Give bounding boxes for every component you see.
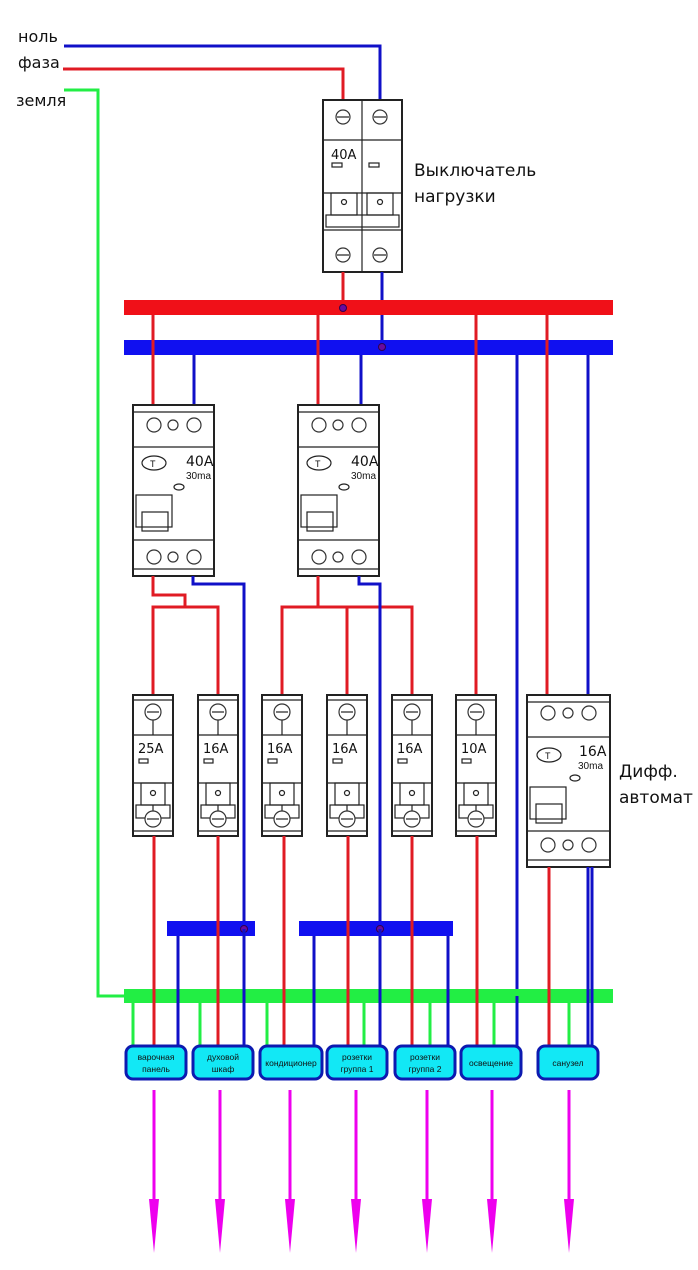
breaker-5: 16A xyxy=(391,694,433,837)
neutral-busbar xyxy=(124,340,613,355)
legend-neutral-label: ноль xyxy=(18,27,58,46)
main-switch-label-line2: нагрузки xyxy=(414,187,496,207)
load-3: кондиционер xyxy=(258,1044,324,1253)
breaker-6: 10A xyxy=(455,694,497,837)
connection-node-icon xyxy=(339,304,347,312)
rcd-2-rating: 40A xyxy=(351,454,379,470)
load-4: розетки группа 1 xyxy=(325,1044,389,1253)
load-label-line2: панель xyxy=(142,1064,170,1074)
load-label-line1: освещение xyxy=(469,1058,513,1068)
load-label-line2: группа 2 xyxy=(408,1064,441,1074)
test-button-icon xyxy=(536,747,562,763)
test-button-icon xyxy=(306,455,332,471)
load-label-line1: розетки xyxy=(342,1052,372,1062)
terminal-icon xyxy=(186,417,202,433)
load-2: духовой шкаф xyxy=(191,1044,255,1253)
neutral-subbus-2 xyxy=(299,921,453,936)
terminal-icon xyxy=(311,417,327,433)
main-switch-label-line1: Выключатель xyxy=(414,161,536,181)
rcbo-sensitivity: 30ma xyxy=(578,761,603,772)
rcd-2: T 40A 30ma xyxy=(297,404,380,577)
load-label-line2: шкаф xyxy=(212,1064,234,1074)
svg-text:T: T xyxy=(545,751,551,761)
incoming-neutral-wire xyxy=(64,44,382,100)
arrow-head-icon xyxy=(215,1199,225,1253)
legend-ground-label: земля xyxy=(16,91,66,110)
incoming-ground-wire xyxy=(64,88,130,998)
breaker-rating: 16A xyxy=(203,742,229,757)
breaker-2: 16A xyxy=(197,694,239,837)
terminal-icon xyxy=(146,417,162,433)
terminal-icon xyxy=(146,549,162,565)
terminal-icon xyxy=(540,837,556,853)
rcbo-rating: 16A xyxy=(579,744,607,760)
legend-phase-label: фаза xyxy=(18,53,60,72)
main-load-switch: 40A xyxy=(322,99,403,273)
terminal-icon xyxy=(581,705,597,721)
load-7: санузел xyxy=(536,1044,600,1253)
arrow-head-icon xyxy=(285,1199,295,1253)
load-label-line1: духовой xyxy=(207,1052,239,1062)
main-switch-rating: 40A xyxy=(331,148,357,163)
neutral-subbus-1 xyxy=(167,921,255,936)
arrow-head-icon xyxy=(149,1199,159,1253)
load-label-line1: санузел xyxy=(552,1058,583,1068)
breaker-rating: 25A xyxy=(138,742,164,757)
arrow-head-icon xyxy=(422,1199,432,1253)
phase-busbar xyxy=(124,300,613,315)
arrow-head-icon xyxy=(564,1199,574,1253)
breaker-rating: 10A xyxy=(461,742,487,757)
breaker-rating: 16A xyxy=(267,742,293,757)
ground-busbar xyxy=(124,989,613,1003)
circuit-breakers: 25A 16A 16A 16A 16A 10A xyxy=(132,694,497,837)
breaker-rating: 16A xyxy=(397,742,423,757)
rcbo-diff-breaker: T 16A 30ma xyxy=(526,694,611,868)
arrow-head-icon xyxy=(351,1199,361,1253)
rcd-1-sensitivity: 30ma xyxy=(186,471,211,482)
breaker-1: 25A xyxy=(132,694,174,837)
breaker-3: 16A xyxy=(261,694,303,837)
load-1: варочная панель xyxy=(124,1044,188,1253)
rcbo-label-line2: автомат xyxy=(619,788,693,808)
svg-text:T: T xyxy=(150,459,156,469)
test-button-icon xyxy=(141,455,167,471)
terminal-icon xyxy=(186,549,202,565)
svg-text:T: T xyxy=(315,459,321,469)
connection-node-icon xyxy=(378,343,386,351)
terminal-icon xyxy=(540,705,556,721)
load-5: розетки группа 2 xyxy=(393,1044,457,1253)
rcd-1: T 40A 30ma xyxy=(132,404,215,577)
breaker-4: 16A xyxy=(326,694,368,837)
terminal-icon xyxy=(351,549,367,565)
incoming-phase-wire xyxy=(63,67,345,100)
load-label-line1: варочная xyxy=(138,1052,175,1062)
load-label-line1: розетки xyxy=(410,1052,440,1062)
terminal-icon xyxy=(581,837,597,853)
breaker-rating: 16A xyxy=(332,742,358,757)
rcbo-label-line1: Дифф. xyxy=(619,762,678,782)
load-6: освещение xyxy=(459,1044,523,1253)
terminal-icon xyxy=(351,417,367,433)
terminal-icon xyxy=(311,549,327,565)
arrow-head-icon xyxy=(487,1199,497,1253)
load-label-line1: кондиционер xyxy=(265,1058,317,1068)
load-label-line2: группа 1 xyxy=(340,1064,373,1074)
rcd-2-sensitivity: 30ma xyxy=(351,471,376,482)
rcd-1-rating: 40A xyxy=(186,454,214,470)
